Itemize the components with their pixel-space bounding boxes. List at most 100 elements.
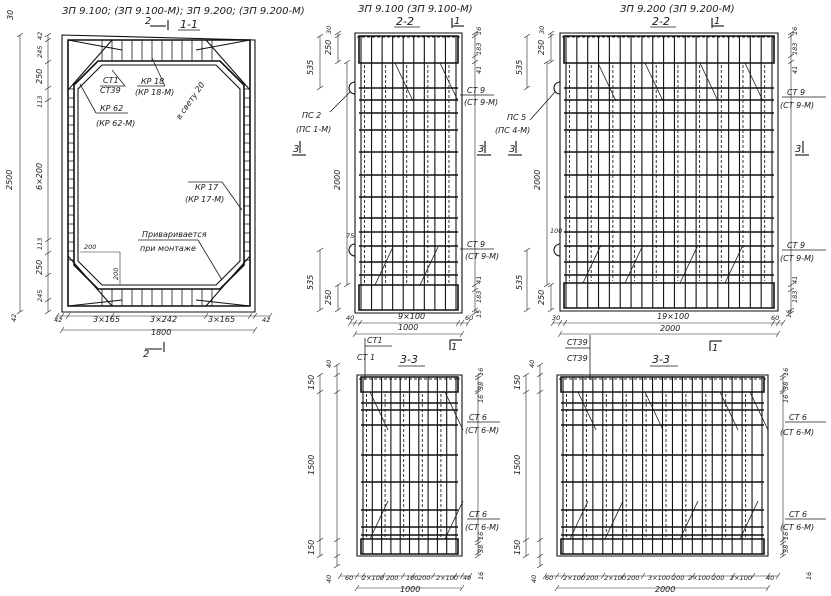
section-2-2-left-outline — [354, 32, 463, 314]
dimension-tick — [333, 537, 341, 543]
dimension-tick — [471, 30, 479, 36]
diagonal-bar — [597, 62, 617, 102]
callout-st6: СТ 6 — [789, 510, 807, 519]
section-3-3-left-top-frame — [360, 376, 459, 393]
leader — [197, 239, 223, 281]
dimension-tick — [316, 553, 324, 559]
dimension-tick — [474, 389, 482, 395]
cut-markers-between: СТ1 1 СТ39 1 — [367, 336, 718, 354]
dimension-tick — [337, 572, 343, 580]
dim-label: 150 — [307, 540, 316, 555]
callout-st39: СТ39 — [100, 86, 121, 95]
dim-label: 200 — [627, 574, 639, 582]
dimension-tick — [547, 59, 555, 65]
diagonal-bar — [644, 62, 664, 102]
dimension-tick — [474, 537, 482, 543]
dimension-tick — [765, 584, 771, 592]
dim-label: 38 — [782, 382, 790, 390]
dim-label: 41 — [475, 66, 483, 74]
dimension-tick — [536, 372, 544, 378]
dimension-tick — [547, 307, 555, 313]
dimension-tick — [316, 307, 324, 313]
dimension-tick — [474, 375, 482, 381]
section-2-2-right-top-frame — [563, 35, 775, 64]
dim-label: 16 — [782, 395, 790, 403]
dimension-tick — [334, 307, 342, 313]
dimension-tick — [471, 287, 479, 293]
dimension-tick — [779, 550, 787, 556]
dim-label: 38 — [477, 545, 485, 553]
leader — [329, 91, 351, 113]
callout-st9: СТ 9 — [467, 240, 485, 249]
dimension-tick — [44, 309, 52, 315]
section-2-2-right-bottom-frame — [563, 282, 775, 309]
dimension-tick — [523, 85, 531, 91]
leader — [111, 69, 126, 87]
dimension-tick — [474, 550, 482, 556]
callout-kr17: КР 17 — [195, 183, 219, 192]
dim-label: 250 — [324, 290, 333, 305]
dim-label: 183 — [791, 43, 799, 55]
dim-label: 16 — [477, 572, 485, 580]
cut-marker-1: 1 — [454, 16, 460, 27]
diagonal-bar — [577, 391, 597, 431]
dim-label: 245 — [36, 290, 44, 302]
dimension-tick — [560, 572, 566, 580]
dimension-tick — [44, 297, 52, 303]
dim-label: 100 — [406, 574, 418, 582]
dimension-tick — [459, 572, 465, 580]
dim-label: 200 — [418, 574, 430, 582]
dim-label: 113 — [36, 96, 44, 108]
section-3-3-right-bottom-frame — [560, 538, 765, 555]
diagonal-bar — [205, 255, 251, 307]
callout-kr62m: (КР 62-М) — [96, 119, 135, 128]
diagonal-bar — [67, 255, 113, 307]
leader — [151, 57, 166, 87]
note-weld-1: Приваривается — [142, 230, 207, 239]
cut-marker-1: 1 — [712, 343, 718, 354]
dim-label: 42 — [262, 316, 270, 324]
callout-st6: СТ 6 — [789, 413, 807, 422]
dimension-tick — [542, 572, 548, 580]
dimension-tick — [765, 572, 771, 580]
diagonal-bar — [369, 391, 389, 431]
dimension-tick — [334, 282, 342, 288]
dimension-tick — [787, 310, 795, 316]
dim-label-total-width: 1000 — [400, 585, 420, 594]
dimension-tick — [750, 572, 756, 580]
dimension-tick — [670, 572, 676, 580]
dimension-tick — [471, 282, 479, 288]
dim-label: 113 — [36, 238, 44, 250]
dim-label: 183 — [475, 43, 483, 55]
dim-label: 2×100 — [688, 574, 710, 582]
dim-label: 38 — [477, 382, 485, 390]
section-2-2-left-top-frame — [358, 35, 459, 64]
dim-label: 30 — [6, 10, 15, 20]
dim-label: 16 — [477, 395, 485, 403]
dim-label: 2×100 — [730, 574, 752, 582]
dim-label: 16 — [477, 532, 485, 540]
dim-label: 30 — [552, 314, 560, 322]
leader — [79, 83, 97, 114]
diagonal-bar — [582, 244, 602, 284]
dimension-tick — [547, 282, 555, 288]
dim-label: 1500 — [513, 455, 522, 475]
dimension-tick — [44, 237, 52, 243]
dimension-tick — [550, 319, 556, 327]
dimension-tick — [522, 553, 530, 559]
dim-label: 200 — [586, 574, 598, 582]
dimension-tick — [640, 572, 646, 580]
dim-label: 2×100 — [436, 574, 458, 582]
dimension-tick — [252, 312, 258, 320]
callout-st9m: (СТ 9-М) — [465, 252, 499, 261]
leader — [529, 91, 556, 121]
dim-label: 60 — [345, 574, 353, 582]
dimension-tick — [536, 537, 544, 543]
callout-kr62: КР 62 — [100, 104, 123, 113]
callout-st9m: (СТ 9-М) — [780, 101, 814, 110]
diagonal-bar — [719, 391, 739, 431]
dimension-tick — [343, 282, 351, 288]
dimension-tick — [357, 319, 363, 327]
dim-label-total-height: 2500 — [5, 170, 14, 190]
diagonal-bar — [205, 39, 251, 91]
